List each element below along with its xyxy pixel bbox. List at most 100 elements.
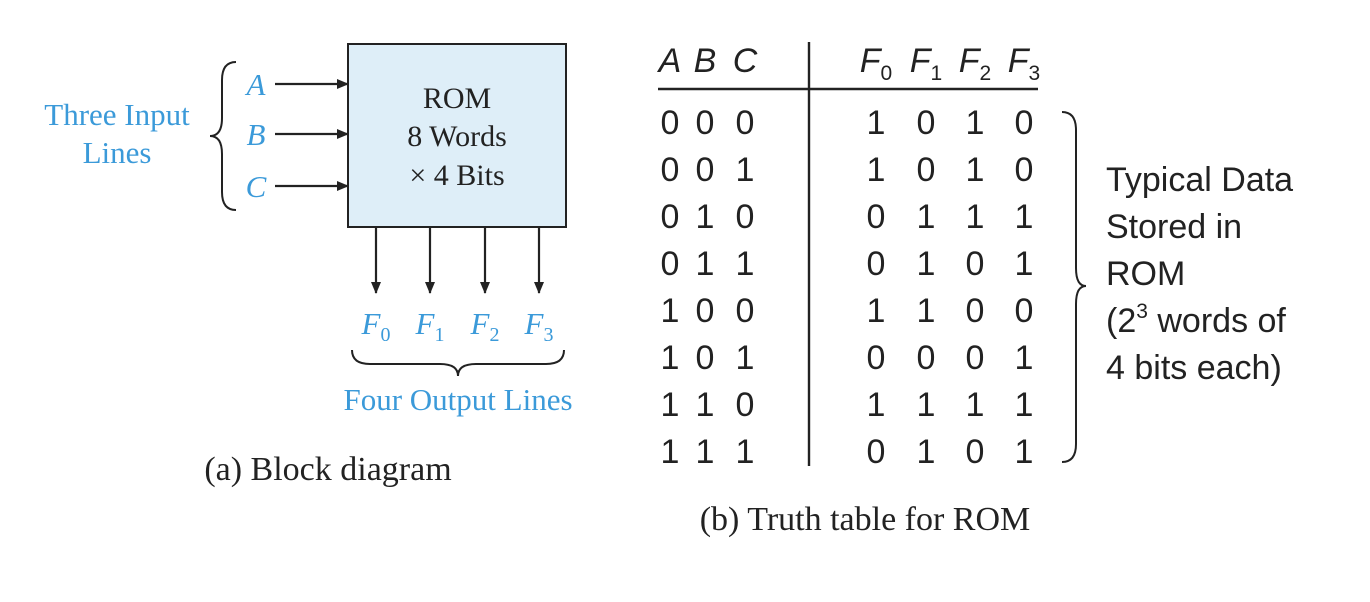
input-bit-cell: 0 [661, 245, 680, 283]
output-bit-cell: 1 [1015, 198, 1034, 236]
output-label-f2: F2 [470, 306, 500, 346]
input-bit-cell: 1 [661, 433, 680, 471]
input-bit-cell: 1 [696, 433, 715, 471]
data-note-line2: Stored in [1106, 208, 1242, 246]
input-bit-cell: 0 [736, 104, 755, 142]
output-bit-cell: 1 [966, 151, 985, 189]
output-bit-cell: 1 [966, 198, 985, 236]
header-output-f3: F3 [1008, 42, 1040, 85]
output-label-f1: F1 [415, 306, 445, 346]
output-bit-cell: 0 [867, 433, 886, 471]
input-bit-cell: 0 [661, 198, 680, 236]
header-output-f1: F1 [910, 42, 942, 85]
input-bit-cell: 1 [696, 245, 715, 283]
header-input-a: A [657, 42, 682, 80]
rom-label-line3: × 4 Bits [409, 159, 504, 192]
input-bit-cell: 1 [661, 386, 680, 424]
input-group-label-line2: Lines [83, 135, 152, 170]
output-bit-cell: 1 [1015, 245, 1034, 283]
output-bit-cell: 0 [966, 245, 985, 283]
output-bit-cell: 1 [966, 386, 985, 424]
output-bit-cell: 1 [867, 151, 886, 189]
input-bit-cell: 0 [736, 198, 755, 236]
output-bit-cell: 0 [1015, 104, 1034, 142]
input-label-a: A [245, 67, 267, 102]
output-bit-cell: 0 [966, 339, 985, 377]
header-input-b: B [694, 42, 717, 80]
output-bit-cell: 0 [867, 245, 886, 283]
output-bit-cell: 0 [1015, 292, 1034, 330]
block-diagram: Three Input Lines A B C ROM 8 Words × 4 … [44, 43, 573, 488]
output-bit-cell: 0 [966, 292, 985, 330]
input-group-label-line1: Three Input [44, 97, 190, 132]
output-bit-cell: 0 [867, 198, 886, 236]
output-bit-cell: 0 [867, 339, 886, 377]
output-bit-cell: 1 [1015, 339, 1034, 377]
input-bit-cell: 0 [696, 292, 715, 330]
input-label-b: B [247, 117, 266, 152]
output-group-brace [351, 349, 565, 377]
rom-label-line2: 8 Words [407, 120, 507, 153]
output-bit-cell: 1 [966, 104, 985, 142]
header-input-c: C [733, 42, 758, 80]
input-bit-cell: 1 [661, 339, 680, 377]
output-bit-cell: 1 [917, 433, 936, 471]
input-bit-cell: 0 [736, 292, 755, 330]
rom-block [347, 43, 567, 228]
output-bit-cell: 1 [1015, 386, 1034, 424]
input-bit-cell: 1 [661, 292, 680, 330]
output-bit-cell: 1 [1015, 433, 1034, 471]
input-bit-cell: 0 [696, 339, 715, 377]
output-bit-cell: 0 [917, 151, 936, 189]
input-bit-cell: 0 [736, 386, 755, 424]
input-bit-cell: 1 [736, 339, 755, 377]
input-bit-cell: 0 [696, 151, 715, 189]
input-bit-cell: 0 [696, 104, 715, 142]
data-note-line3: ROM [1106, 255, 1185, 293]
output-bit-cell: 0 [917, 339, 936, 377]
output-bit-cell: 1 [917, 245, 936, 283]
data-note-line5: 4 bits each) [1106, 349, 1282, 387]
rom-label-line1: ROM [423, 82, 491, 115]
output-bit-cell: 1 [917, 292, 936, 330]
output-bit-cell: 0 [1015, 151, 1034, 189]
output-bit-cell: 1 [867, 386, 886, 424]
input-bit-cell: 1 [696, 198, 715, 236]
input-label-c: C [246, 169, 267, 204]
input-group-brace [209, 61, 237, 211]
input-bit-cell: 1 [736, 151, 755, 189]
input-bit-cell: 1 [736, 433, 755, 471]
output-bit-cell: 1 [917, 386, 936, 424]
output-bit-cell: 0 [966, 433, 985, 471]
block-diagram-caption: (a) Block diagram [204, 451, 451, 488]
input-bit-cell: 1 [696, 386, 715, 424]
data-group-brace [1061, 111, 1087, 463]
output-bit-cell: 1 [867, 292, 886, 330]
output-group-label: Four Output Lines [343, 382, 572, 417]
data-note-line4: (23 words of [1106, 300, 1286, 340]
input-bit-cell: 0 [661, 151, 680, 189]
header-output-f0: F0 [860, 42, 892, 85]
output-bit-cell: 1 [867, 104, 886, 142]
header-output-f2: F2 [959, 42, 991, 85]
data-note-line1: Typical Data [1106, 161, 1293, 199]
truth-table-caption: (b) Truth table for ROM [700, 501, 1031, 538]
output-label-f0: F0 [361, 306, 391, 346]
input-bit-cell: 1 [736, 245, 755, 283]
output-label-f3: F3 [524, 306, 554, 346]
output-bit-cell: 0 [917, 104, 936, 142]
input-bit-cell: 0 [661, 104, 680, 142]
output-bit-cell: 1 [917, 198, 936, 236]
